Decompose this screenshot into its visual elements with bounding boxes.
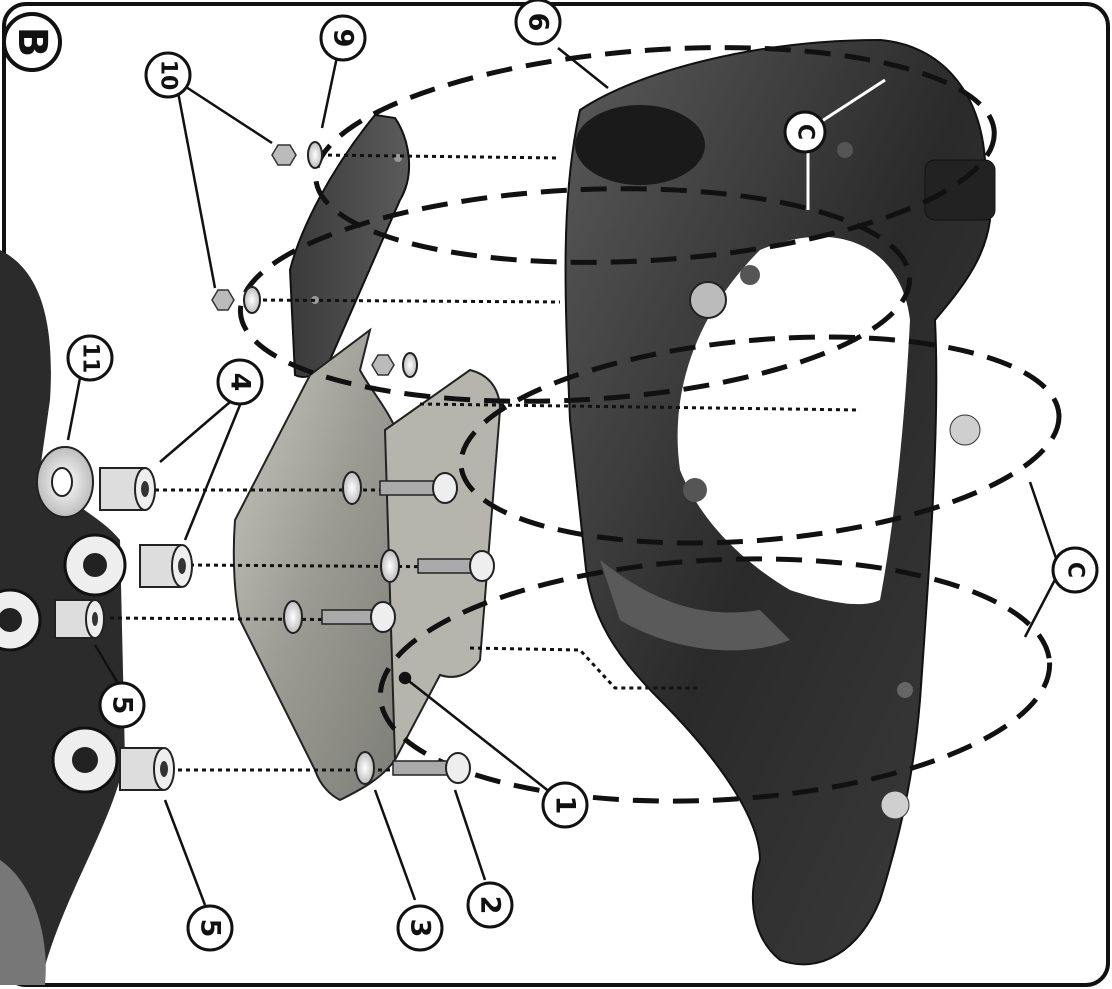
nut-icon	[272, 145, 296, 165]
washer-icon	[284, 601, 302, 633]
svg-text:1: 1	[550, 796, 581, 815]
callout-11: 11	[68, 336, 112, 380]
svg-text:9: 9	[328, 29, 359, 48]
callout-10: 10	[146, 53, 190, 97]
callout-2: 2	[468, 883, 512, 927]
washer-icon	[244, 287, 260, 313]
spacer-icon	[100, 468, 155, 510]
washer-icon	[343, 472, 361, 504]
callout-c-right: C	[1053, 548, 1097, 592]
washer-icon	[356, 752, 374, 784]
svg-text:C: C	[793, 124, 818, 140]
svg-text:10: 10	[156, 60, 181, 91]
spacer-icon	[120, 748, 174, 790]
frame-bracket-part-6	[566, 40, 995, 964]
spacer-icon	[55, 600, 104, 638]
svg-text:2: 2	[475, 896, 506, 915]
panel-label: B	[9, 27, 55, 58]
washer-icon	[308, 142, 322, 168]
nut-icon	[212, 290, 234, 310]
svg-text:4: 4	[225, 373, 256, 392]
callout-1: 1	[543, 783, 587, 827]
callout-5-lower: 5	[188, 906, 232, 950]
svg-text:6: 6	[523, 13, 554, 32]
nut-icon	[372, 355, 394, 375]
svg-text:3: 3	[405, 919, 436, 938]
callout-4: 4	[218, 360, 262, 404]
callout-c-top: C	[785, 112, 825, 152]
svg-text:C: C	[1063, 562, 1088, 578]
callout-3: 3	[398, 906, 442, 950]
svg-text:11: 11	[78, 343, 103, 374]
callout-5-upper: 5	[100, 683, 144, 727]
bolt-icon	[393, 753, 470, 783]
svg-text:5: 5	[107, 696, 138, 715]
callout-6: 6	[516, 0, 560, 44]
callout-panel-b: B	[4, 14, 60, 70]
spacer-icon	[140, 545, 192, 587]
callout-9: 9	[321, 16, 365, 60]
washer-icon	[403, 353, 417, 377]
svg-text:5: 5	[195, 919, 226, 938]
washer-icon	[381, 550, 399, 582]
